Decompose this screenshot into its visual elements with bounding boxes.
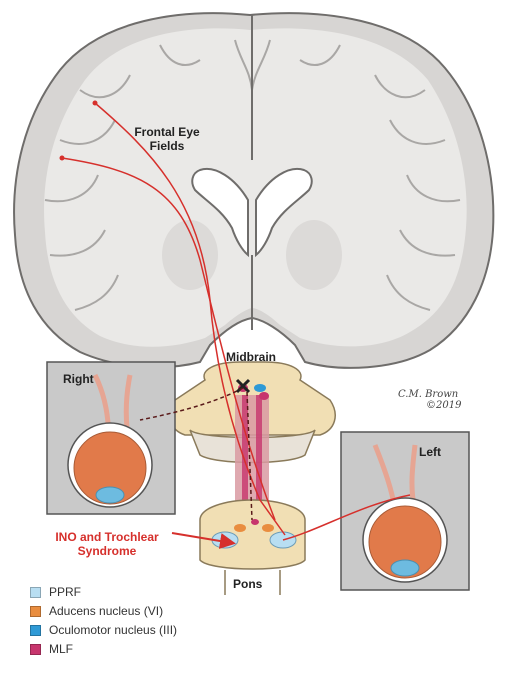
label-pons: Pons — [233, 577, 263, 591]
right-eye-panel — [46, 361, 176, 515]
label-left: Left — [419, 445, 441, 459]
label-ino-trochlear: INO and Trochlear Syndrome — [55, 530, 159, 558]
oculomotor-nucleus — [254, 384, 266, 392]
legend-swatch — [30, 624, 41, 636]
frontal-eye-field-path-2 — [61, 157, 276, 521]
legend-item-pprf: PPRF — [30, 583, 177, 601]
label-frontal-eye-fields: Frontal Eye Fields — [134, 125, 200, 153]
right-eye-globe — [73, 431, 147, 505]
pons-section — [199, 499, 306, 570]
label-right: Right — [63, 372, 94, 386]
pathways — [59, 100, 411, 549]
legend-swatch — [30, 586, 41, 598]
left-eye-panel — [340, 431, 470, 591]
abducens-nucleus-left — [234, 524, 246, 532]
legend-item-oculomotor: Oculomotor nucleus (III) — [30, 621, 177, 639]
ino-arrow — [171, 532, 236, 549]
path-to-left-eye — [282, 494, 411, 541]
legend: PPRF Aducens nucleus (VI) Oculomotor nuc… — [30, 583, 177, 659]
brainstem — [169, 361, 336, 595]
lesion-marker — [235, 378, 251, 394]
legend-item-abducens: Aducens nucleus (VI) — [30, 602, 177, 620]
artist-signature: C.M. Brown ©2019 — [398, 389, 462, 411]
label-midbrain: Midbrain — [226, 350, 276, 364]
brain-coronal-section — [13, 12, 495, 369]
left-eye-globe — [368, 505, 442, 579]
legend-item-mlf: MLF — [30, 640, 177, 658]
lesioned-path-right-eye — [139, 387, 244, 421]
legend-swatch — [30, 605, 41, 617]
legend-swatch — [30, 643, 41, 655]
abducens-nucleus-right — [262, 524, 274, 532]
